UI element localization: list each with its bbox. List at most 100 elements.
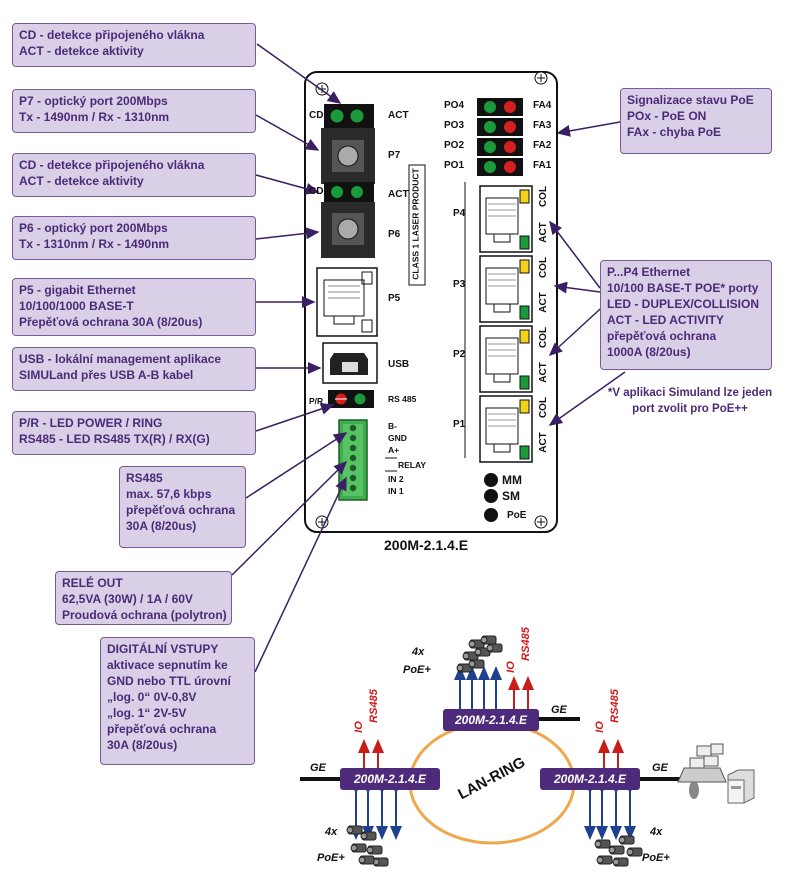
p7-cd-led — [330, 109, 344, 123]
eth-port — [479, 395, 533, 463]
label-act-p4: ACT — [537, 222, 549, 243]
label-cd-p6: CD — [309, 186, 324, 197]
callout-line: 1000A (8/20us) — [607, 345, 691, 359]
poe-label-top: PoE+ — [403, 664, 431, 676]
callout-line: CD - detekce připojeného vlákna — [19, 158, 205, 172]
label-col-p4: COL — [538, 185, 550, 208]
callout-line: P7 - optický port 200Mbps — [19, 94, 168, 108]
camera-icon — [596, 855, 613, 865]
callout-line: „log. 0“ 0V-0,8V — [107, 690, 197, 704]
callout-line: 30A (8/20us) — [107, 738, 178, 752]
callout-line: Proudová ochrana (polytron) — [62, 608, 227, 622]
camera-icon — [486, 643, 503, 653]
label-po2: PO2 — [444, 140, 465, 151]
camera-icon — [366, 845, 383, 855]
label-act-p7: ACT — [388, 110, 409, 121]
ge-label-right: GE — [652, 762, 668, 774]
camera-icon — [468, 659, 485, 669]
label-col-p2: COL — [538, 326, 550, 349]
poe-fault-led — [504, 141, 516, 153]
label-fa3: FA3 — [533, 120, 552, 131]
poe-led-block — [477, 118, 523, 136]
callout-line: Přepěťová ochrana 30A (8/20us) — [19, 315, 203, 329]
label-terminal-b: B- — [388, 421, 397, 431]
callout-line: P...P4 Ethernet — [607, 265, 691, 279]
poe-label-left: PoE+ — [317, 852, 345, 864]
poe-on-led — [484, 101, 496, 113]
camera-icon — [612, 857, 629, 867]
terminal-screw — [349, 464, 357, 472]
label-fa4: FA4 — [533, 100, 552, 111]
poe-led-block — [477, 98, 523, 116]
terminal-screw — [349, 484, 357, 492]
callout-line: SIMULand přes USB A-B kabel — [19, 368, 194, 382]
act-led — [519, 445, 530, 460]
label-rs485: RS 485 — [388, 394, 417, 404]
label-cd-p7: CD — [309, 110, 324, 121]
arrow-eth-p1 — [548, 371, 626, 426]
callout-line: 10/100 BASE-T POE* porty — [607, 281, 759, 295]
ring-node-right: 200M-2.1.4.E — [540, 768, 640, 790]
callout-line: ACT - detekce aktivity — [19, 174, 144, 188]
terminal-screw — [349, 474, 357, 482]
callout-line: ACT - LED ACTIVITY — [607, 313, 724, 327]
label-po4: PO4 — [444, 100, 465, 111]
laser-label-box — [408, 164, 426, 286]
workstation-icon — [677, 743, 727, 799]
ge-label-top: GE — [551, 704, 567, 716]
ge-label-left: GE — [310, 762, 326, 774]
label-col-p1: COL — [538, 396, 550, 419]
callout-line: „log. 1“ 2V-5V — [107, 706, 187, 720]
camera-icon — [372, 857, 389, 867]
poe-count-top: 4x — [412, 646, 425, 658]
label-pr: P/R — [309, 396, 324, 406]
callout-line: RS485 - LED RS485 TX(R) / RX(G) — [19, 432, 210, 446]
callout-line: 62,5VA (30W) / 1A / 60V — [62, 592, 193, 606]
callout-line: 30A (8/20us) — [126, 519, 197, 533]
label-act-p3: ACT — [537, 292, 549, 313]
label-sm: SM — [502, 489, 520, 503]
io-label-right: IO — [593, 721, 606, 733]
callout-line: max. 57,6 kbps — [126, 487, 212, 501]
label-port-p1: P1 — [453, 419, 466, 430]
label-poe: PoE — [507, 510, 527, 521]
label-in1: IN 1 — [388, 486, 404, 496]
pr-led-block — [328, 390, 374, 408]
poe-count-left: 4x — [325, 826, 338, 838]
camera-icon — [346, 825, 363, 835]
p7-act-led — [350, 109, 364, 123]
terminal-screw — [349, 434, 357, 442]
terminal-screw — [349, 444, 357, 452]
usb-b-port — [322, 342, 378, 384]
arrow-rele — [231, 460, 348, 576]
p6-cd-led — [331, 186, 343, 198]
poe-count-right: 4x — [650, 826, 663, 838]
io-label-left: IO — [352, 721, 365, 733]
label-col-p3: COL — [538, 256, 550, 279]
callout-line: Signalizace stavu PoE — [627, 93, 754, 107]
ring-node-left: 200M-2.1.4.E — [340, 768, 440, 790]
eth-port — [479, 325, 533, 393]
label-fa1: FA1 — [533, 160, 552, 171]
camera-icon — [626, 847, 643, 857]
callout-line: ACT - detekce aktivity — [19, 44, 144, 58]
callout-line: port zvolit pro PoE++ — [632, 403, 748, 415]
col-led — [519, 399, 530, 414]
callout-line: přepěťová ochrana — [107, 722, 217, 736]
label-in2: IN 2 — [388, 474, 404, 484]
rs485-label-left: RS485 — [367, 689, 380, 723]
callout-line: FAx - chyba PoE — [627, 125, 722, 139]
callout-line: USB - lokální management aplikace — [19, 352, 222, 366]
device-model-label: 200M-2.1.4.E — [384, 537, 469, 553]
rs485-led — [354, 393, 366, 405]
callout-line: Tx - 1490nm / Rx - 1310nm — [19, 110, 170, 124]
poe-on-led — [484, 121, 496, 133]
callout-pr: P/R - LED POWER / RING RS485 - LED RS485 … — [12, 411, 256, 455]
callout-line: P/R - LED POWER / RING — [19, 416, 163, 430]
ring-node-top: 200M-2.1.4.E — [443, 709, 539, 731]
sm-indicator — [484, 489, 498, 503]
camera-icon — [358, 855, 375, 865]
